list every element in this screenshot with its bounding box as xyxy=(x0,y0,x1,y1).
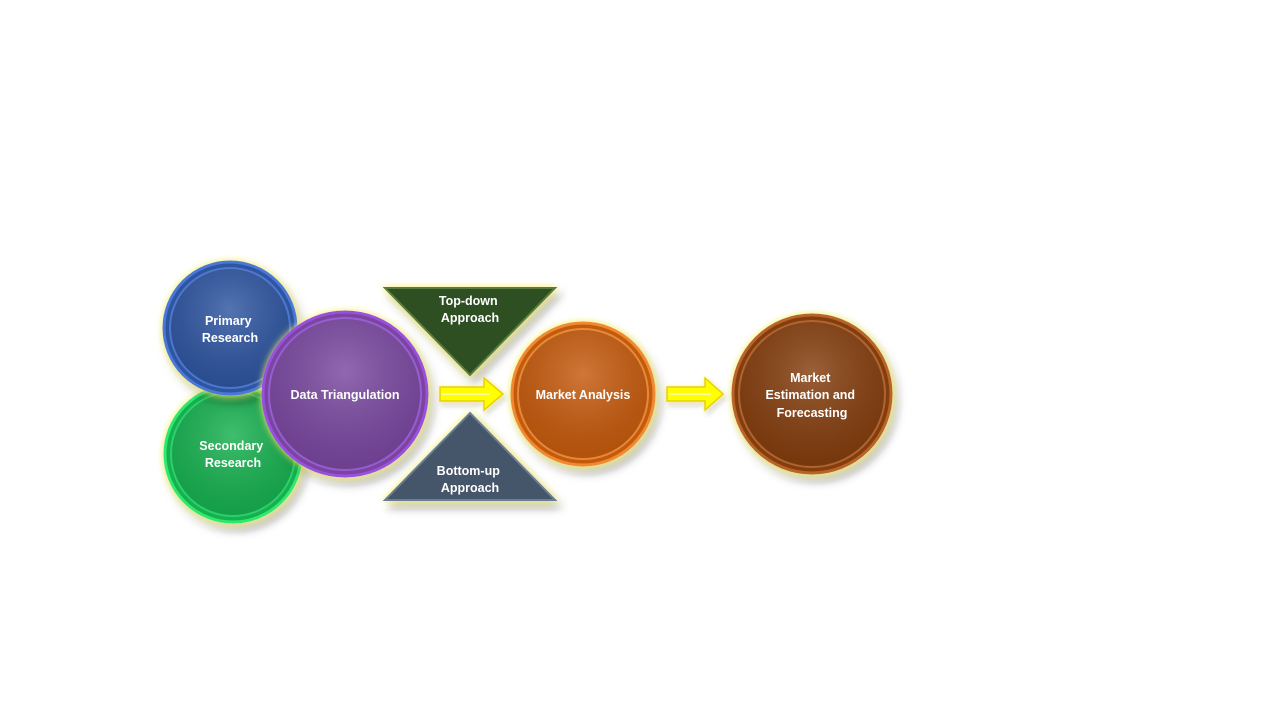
svg-text:Top-down Approach: Top-down Approach xyxy=(439,294,501,325)
secondary-research-label-line-2: Research xyxy=(205,456,261,470)
market-analysis-label: Market Analysis xyxy=(536,388,631,402)
data-triangulation-node: Data Triangulation xyxy=(261,310,429,478)
svg-text:Bottom-up Approach: Bottom-up Approach xyxy=(437,464,504,495)
market-analysis-node: Market Analysis xyxy=(510,321,656,467)
top-down-label-line-2: Approach xyxy=(441,311,499,325)
arrow-right-icon xyxy=(439,376,505,412)
top-down-triangle xyxy=(382,287,558,377)
svg-text:Secondary Research: Secondary Research xyxy=(199,439,266,470)
svg-text:Market Analysis: Market Analysis xyxy=(536,388,631,402)
market-estimation-label-line-3: Forecasting xyxy=(777,406,848,420)
primary-research-label-line-1: Primary xyxy=(205,314,252,328)
bottom-up-approach-node: Bottom-up Approach xyxy=(382,411,558,501)
market-estimation-label-line-1: Market xyxy=(790,371,831,385)
secondary-research-label-line-1: Secondary xyxy=(199,439,263,453)
arrow-right-icon xyxy=(666,376,725,412)
data-triangulation-label: Data Triangulation xyxy=(290,388,399,402)
primary-research-label-line-2: Research xyxy=(202,331,258,345)
bottom-up-label-line-1: Bottom-up xyxy=(437,464,501,478)
primary-research-node: Primary Research xyxy=(162,260,298,396)
svg-text:Data Triangulation: Data Triangulation xyxy=(290,388,399,402)
svg-text:Market Estimation and: Market Estimation and Forecasting xyxy=(765,371,858,420)
top-down-approach-node: Top-down Approach xyxy=(382,287,558,377)
market-estimation-node: Market Estimation and Forecasting xyxy=(731,313,893,475)
market-estimation-label-line-2: Estimation and xyxy=(765,388,855,402)
svg-text:Primary Research: Primary Research xyxy=(202,314,258,345)
bottom-up-label-line-2: Approach xyxy=(441,481,499,495)
bottom-up-triangle xyxy=(382,411,558,501)
top-down-label-line-1: Top-down xyxy=(439,294,498,308)
